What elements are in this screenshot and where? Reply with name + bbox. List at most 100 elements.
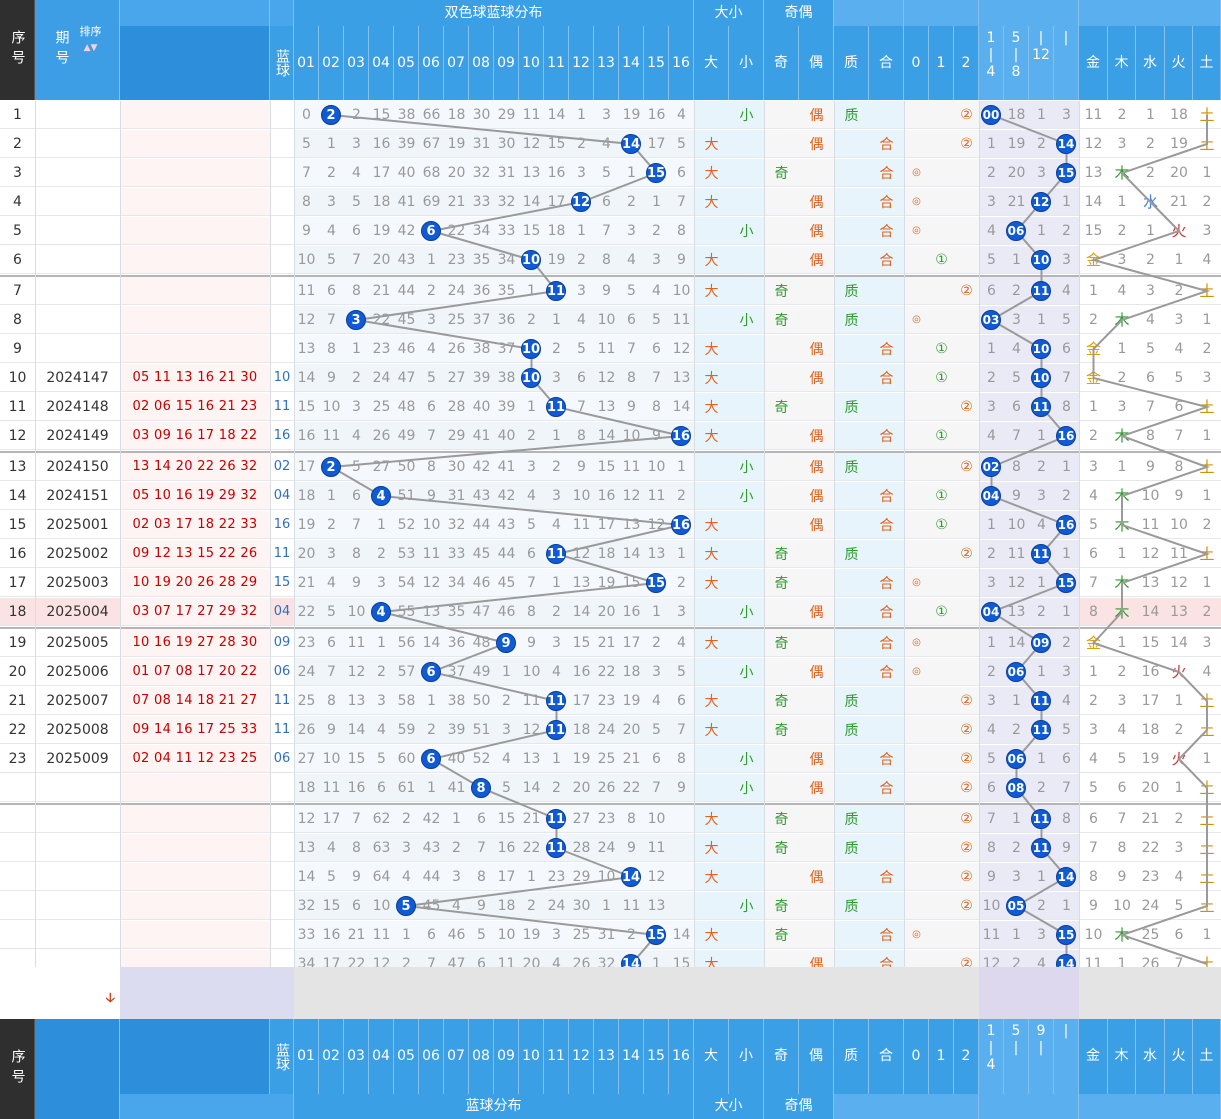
oe-value: 奇 [774, 546, 789, 563]
header-range-1-part: 5 [1011, 30, 1021, 46]
wx-miss: 3 [1202, 634, 1212, 651]
pc-bg [834, 716, 904, 743]
blue-ball-marker: 16 [671, 426, 691, 446]
oe-bg [764, 687, 834, 714]
dist-bg [294, 834, 694, 861]
pc-value: 合 [879, 604, 894, 621]
blue-ball-marker: 11 [546, 838, 566, 858]
miss-value: 18 [447, 106, 466, 123]
sort-arrows-icon: ▲▼ [83, 43, 98, 53]
pc-bg [834, 774, 904, 801]
miss-value: 8 [427, 458, 436, 475]
miss-value: 31 [497, 164, 516, 181]
size-value: 小 [739, 459, 754, 476]
mod-value: ◎ [912, 196, 921, 207]
miss-value: 67 [422, 135, 441, 152]
miss-value: 6 [602, 193, 611, 210]
range-miss: 3 [1037, 487, 1046, 504]
wx-miss: 11 [1084, 106, 1103, 123]
miss-value: 31 [447, 487, 466, 504]
wx-miss: 18 [1170, 106, 1188, 123]
row-seq: 9 [13, 340, 22, 357]
miss-value: 13 [347, 692, 366, 709]
miss-value: 6 [352, 222, 361, 239]
footer-dist-text: 蓝球分布 [465, 1098, 522, 1114]
footer-range-0: 1|4 [979, 1019, 1004, 1094]
range-ball-marker: 15 [1056, 925, 1076, 945]
miss-value: 17 [297, 458, 316, 475]
miss-value: 25 [447, 311, 466, 328]
range-miss: 2 [1037, 458, 1046, 475]
pc-bg [834, 687, 904, 714]
miss-value: 12 [622, 487, 641, 504]
row-issue: 2025004 [46, 603, 109, 620]
dist-bg [294, 569, 694, 596]
miss-value: 4 [452, 897, 461, 914]
oe-bg [764, 422, 834, 449]
miss-value: 1 [327, 135, 336, 152]
miss-value: 2 [627, 193, 636, 210]
mod-value: ◎ [912, 225, 921, 236]
range-miss: 3 [987, 398, 996, 415]
header-blue-09: 09 [494, 26, 519, 100]
miss-value: 1 [527, 398, 536, 415]
pc-bg [834, 598, 904, 625]
wx-miss: 4 [1089, 487, 1098, 504]
miss-value: 20 [297, 545, 316, 562]
miss-value: 47 [397, 369, 416, 386]
wx-miss: 2 [1146, 251, 1155, 268]
oe-value: 奇 [774, 840, 789, 857]
dist-bg [294, 892, 694, 919]
miss-value: 26 [597, 779, 616, 796]
mod-bg [904, 393, 979, 420]
dist-bg [294, 246, 694, 273]
oe-value: 偶 [809, 517, 824, 534]
miss-value: 6 [652, 750, 661, 767]
miss-value: 3 [602, 106, 611, 123]
miss-value: 9 [652, 427, 661, 444]
wx-miss: 6 [1146, 369, 1155, 386]
footer-range-3: | [1054, 1019, 1079, 1094]
wx-miss: 18 [1141, 721, 1160, 738]
range-miss: 1 [1012, 692, 1021, 709]
row-blue-ball: 11 [273, 722, 291, 737]
dist-bg [294, 629, 694, 656]
range-miss: 6 [1062, 750, 1071, 767]
row-issue: 2024150 [46, 458, 109, 475]
miss-value: 7 [477, 839, 486, 856]
header-issue-sort[interactable]: 期号 排序 ▲▼ [35, 0, 120, 100]
footer-blue-11: 11 [544, 1019, 569, 1094]
miss-value: 27 [297, 750, 316, 767]
header-wx-4: 土 [1193, 26, 1221, 100]
size-value: 大 [704, 165, 719, 182]
range-miss: 6 [1012, 398, 1021, 415]
mod-value: ① [935, 369, 948, 386]
empty-area-2 [294, 967, 979, 1019]
miss-value: 16 [647, 106, 666, 123]
mod-value: ② [960, 398, 973, 415]
size-value: 小 [739, 223, 754, 240]
miss-value: 7 [302, 164, 311, 181]
wx-miss: 10 [1141, 487, 1160, 504]
oe-value: 偶 [809, 664, 824, 681]
miss-value: 2 [327, 164, 336, 181]
miss-value: 8 [527, 603, 536, 620]
sort-button[interactable]: 排序 ▲▼ [80, 23, 102, 57]
mod-bg [904, 863, 979, 890]
oe-value: 奇 [774, 283, 789, 300]
miss-value: 9 [327, 369, 336, 386]
miss-value: 12 [347, 663, 366, 680]
footer-wx-2: 水 [1136, 1019, 1165, 1094]
wx-miss: 15 [1084, 222, 1103, 239]
miss-value: 1 [577, 222, 586, 239]
oe-value: 偶 [809, 459, 824, 476]
red-down-arrow-icon[interactable]: 🡣 [105, 991, 115, 1006]
miss-value: 4 [502, 750, 511, 767]
wx-miss: 5 [1089, 779, 1098, 796]
miss-value: 57 [397, 663, 416, 680]
wx-miss: 16 [1141, 663, 1160, 680]
miss-value: 26 [297, 721, 316, 738]
